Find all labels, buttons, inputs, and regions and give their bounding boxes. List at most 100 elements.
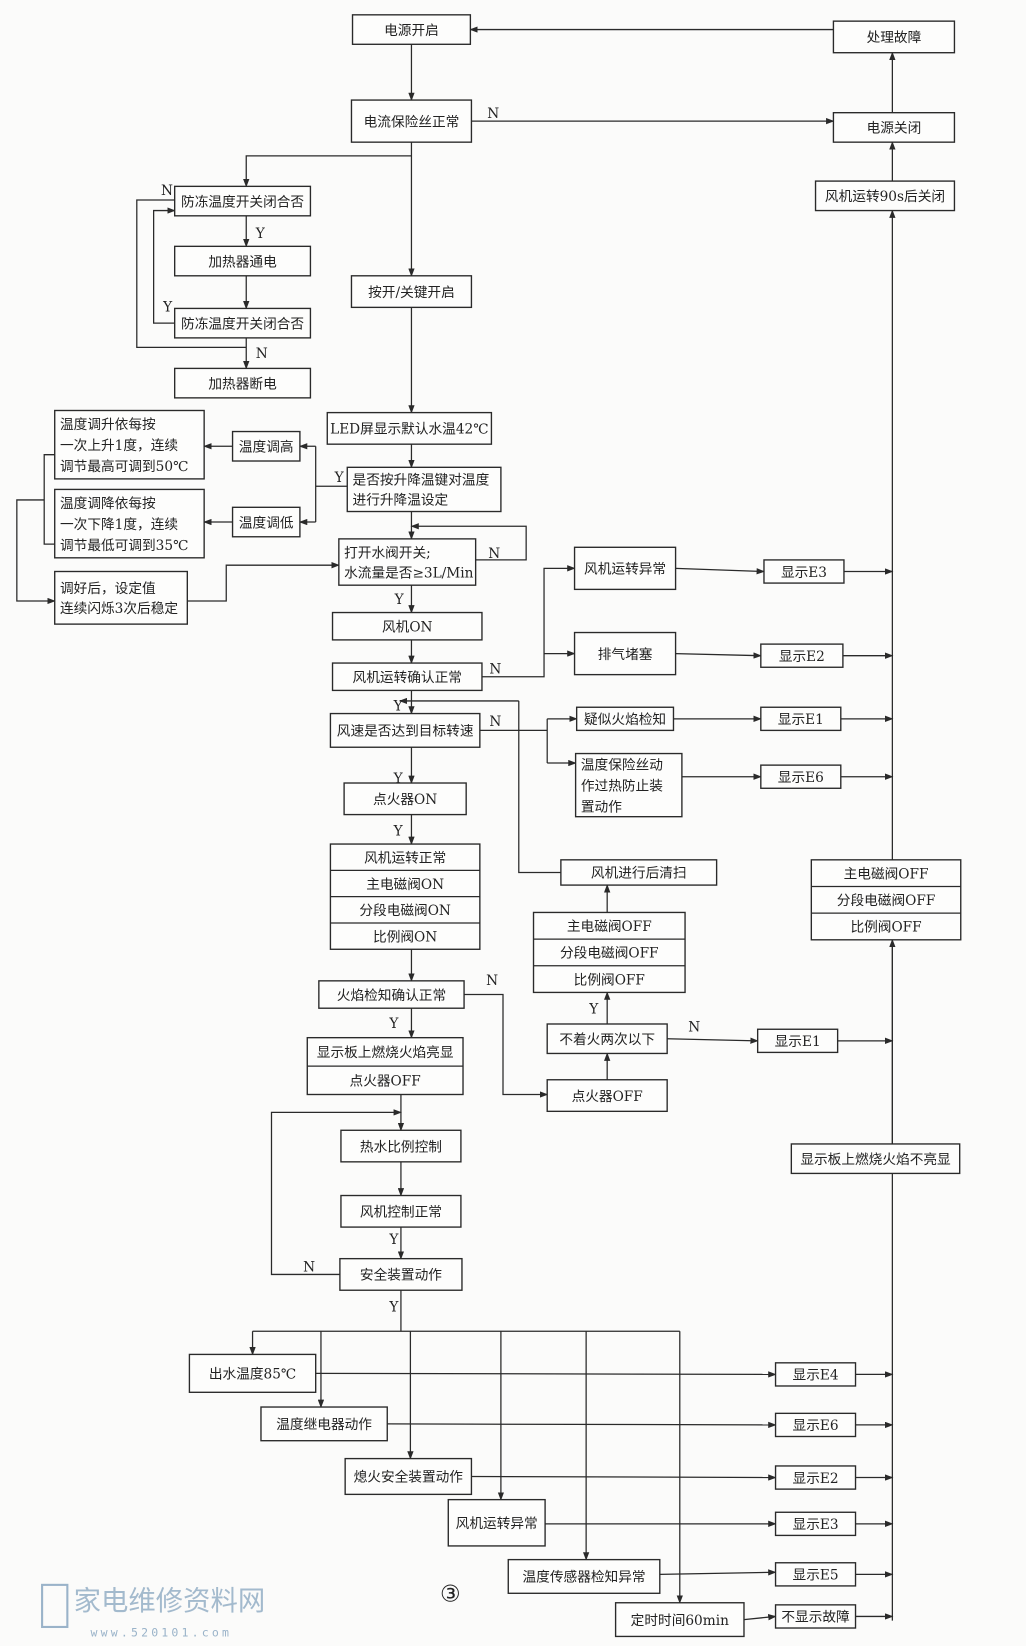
node-fan-confirm: 风机运转确认正常 (331, 662, 483, 692)
node-hot-ratio: 热水比例控制 (340, 1129, 462, 1163)
node-heater-on: 加热器通电 (173, 245, 312, 277)
node-box (814, 180, 956, 212)
node-fan90: 风机运转90s后关闭 (814, 180, 956, 212)
node-label: 置动作 (581, 799, 622, 815)
node-e2a: 显示E2 (760, 643, 844, 668)
node-igniter-off: 点火器OFF (546, 1079, 668, 1113)
node-box (260, 1406, 388, 1442)
node-label: 显示E1 (778, 712, 824, 728)
connector-arrow (243, 155, 412, 188)
node-label: 风速是否达到目标转速 (337, 724, 474, 740)
node-flame-confirm: 火焰检知确认正常 (318, 980, 465, 1009)
node-label: 温度继电器动作 (276, 1417, 372, 1433)
node-label: 电源关闭 (867, 121, 922, 137)
node-safety: 安全装置动作 (339, 1257, 463, 1291)
node-box (350, 275, 473, 309)
node-label: 显示E1 (775, 1034, 821, 1050)
yes-label: Y (388, 1299, 399, 1315)
node-e1a: 显示E1 (760, 706, 842, 732)
connector-arrow (387, 1421, 777, 1429)
node-label: 风机运转90s后关闭 (825, 189, 945, 205)
node-box (573, 631, 677, 676)
node-label: 风机控制正常 (360, 1205, 442, 1221)
yes-label: Y (334, 470, 345, 486)
node-e4: 显示E4 (774, 1362, 857, 1387)
node-fan-abn: 风机运转异常 (573, 546, 677, 591)
node-label: 连续闪烁3次后稳定 (60, 601, 178, 617)
node-box (54, 570, 188, 625)
node-temp-down: 温度调低 (231, 506, 301, 538)
node-box (318, 980, 465, 1009)
node-label: 显示板上燃烧火焰亮显 (317, 1044, 454, 1061)
node-label: 作过热防止装 (581, 778, 663, 794)
node-temp-up: 温度调高 (231, 430, 301, 462)
node-relay: 温度继电器动作 (260, 1406, 388, 1442)
node-box (340, 1129, 462, 1163)
node-label: 温度调低 (239, 515, 294, 531)
node-label: 分段电磁阀ON (359, 903, 451, 919)
node-box (188, 1353, 317, 1393)
node-label: 比例阀OFF (574, 972, 645, 988)
node-led: LED屏显示默认水温42℃ (326, 411, 493, 445)
node-label: 分段电磁阀OFF (837, 893, 936, 909)
node-label: 一次下降1度，连续 (60, 517, 178, 533)
node-exhaust: 排气堵塞 (573, 631, 677, 676)
node-box (560, 859, 718, 886)
node-antifreeze1: 防冻温度开关闭合否 (173, 185, 312, 217)
node-box (344, 1457, 473, 1496)
node-label: 安全装置动作 (360, 1267, 442, 1284)
connector-arrow (16, 499, 56, 605)
logo-text: 家电维修资料网 (74, 1586, 266, 1617)
node-box (343, 782, 467, 816)
node-box (173, 367, 312, 399)
node-box (340, 1194, 462, 1228)
node-e1b: 显示E1 (756, 1028, 839, 1054)
node-label: 电流保险丝正常 (364, 114, 460, 130)
node-key-on: 按开/关键开启 (350, 275, 473, 309)
node-box (532, 911, 686, 994)
nodes: 电源开启处理故障电流保险丝正常电源关闭风机运转90s后关闭防冻温度开关闭合否加热… (54, 14, 962, 1638)
node-box (54, 409, 205, 480)
node-label: 风机运转异常 (456, 1516, 538, 1532)
node-box (339, 1257, 463, 1291)
node-e3a: 显示E3 (763, 559, 845, 584)
node-label: 打开水阀开关; (344, 544, 431, 561)
node-box (350, 99, 473, 143)
node-label: 显示E3 (781, 565, 827, 581)
node-speed: 风速是否达到目标转速 (329, 712, 481, 748)
node-label: 防冻温度开关闭合否 (181, 194, 304, 210)
connector-arrow (675, 567, 766, 575)
node-label: 风机进行后清扫 (591, 866, 687, 882)
node-label: 比例阀ON (373, 929, 437, 945)
node-box (326, 411, 493, 445)
node-label: 是否按升降温键对温度 (353, 473, 490, 489)
node-box (54, 488, 205, 559)
no-label: N (486, 973, 498, 989)
no-label: N (488, 546, 500, 562)
logo-url: www.520101.com (90, 1625, 232, 1639)
node-box (774, 1562, 857, 1587)
node-label: 调节最高可调到50℃ (60, 458, 188, 475)
node-box (763, 559, 845, 584)
node-sensor: 温度传感器检知异常 (507, 1558, 661, 1594)
connector-arrow (675, 652, 762, 659)
node-label: 显示E6 (778, 770, 824, 786)
yes-label: Y (388, 1232, 399, 1248)
node-label: 温度保险丝动 (581, 757, 663, 773)
connector-arrow (410, 523, 527, 561)
yes-label: Y (255, 226, 266, 242)
no-label: N (487, 106, 499, 122)
node-box (546, 1023, 668, 1055)
node-box (774, 1412, 857, 1438)
node-label: 加热器断电 (208, 376, 277, 392)
node-label: 水流量是否≥3L/Min (344, 565, 474, 581)
node-flame-not: 显示板上燃烧火焰不亮显 (790, 1143, 961, 1175)
connector-arrow (464, 993, 549, 1098)
no-label: N (489, 662, 501, 678)
node-label: 温度传感器检知异常 (523, 1569, 646, 1586)
